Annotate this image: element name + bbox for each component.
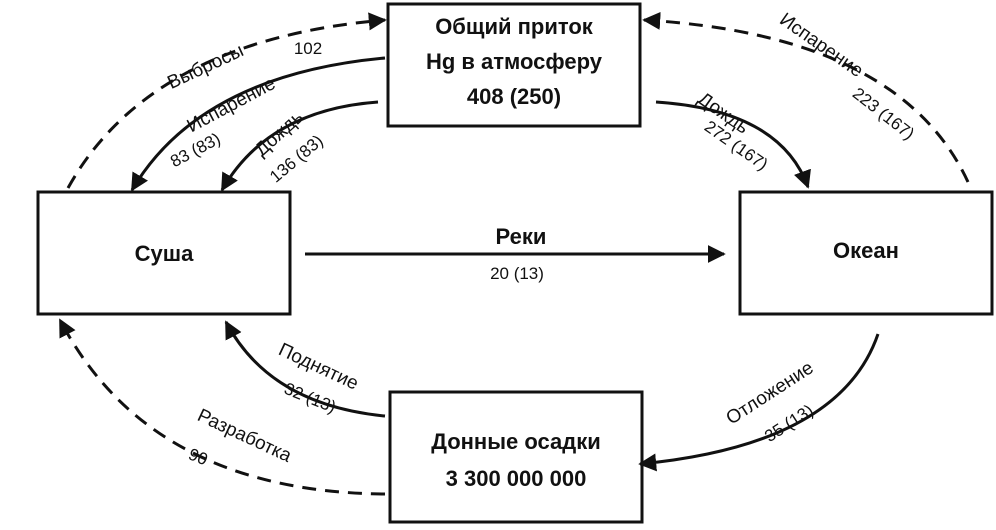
atmosphere-value: 408 (250) xyxy=(467,84,561,109)
uplift-value: 32 (13) xyxy=(282,379,339,417)
ocean-evaporation-value: 223 (167) xyxy=(849,84,918,144)
mining-value: 90 xyxy=(186,445,211,470)
sediments-title: Донные осадки xyxy=(431,429,600,454)
emissions-value: 102 xyxy=(294,39,322,58)
ocean-box: Океан xyxy=(738,190,994,316)
sediments-box: Донные осадки 3 300 000 000 xyxy=(388,390,644,524)
ocean-evaporation-label-group: Испарение xyxy=(775,9,866,82)
land-label: Суша xyxy=(135,241,194,266)
emissions-label-group: Выбросы xyxy=(164,40,247,93)
land-evaporation-arrow xyxy=(130,56,386,192)
land-rain-arrow xyxy=(220,100,379,192)
emissions-arrow xyxy=(66,12,387,189)
ocean-evaporation-arrow xyxy=(642,11,970,183)
land-evaporation-label-group: Испарение xyxy=(184,73,279,137)
ocean-rain-arrow xyxy=(655,100,811,189)
rivers-value: 20 (13) xyxy=(490,264,544,283)
uplift-arrow xyxy=(224,320,386,418)
ocean-evaporation-label: Испарение xyxy=(775,9,866,82)
sediments-value: 3 300 000 000 xyxy=(446,466,587,491)
deposition-arrow xyxy=(638,333,880,472)
uplift-value-group: 32 (13) xyxy=(282,379,339,417)
emissions-label: Выбросы xyxy=(164,40,247,93)
atmosphere-title-line2: Hg в атмосферу xyxy=(426,49,603,74)
land-box: Суша xyxy=(36,190,292,316)
atmosphere-title-line1: Общий приток xyxy=(435,14,594,39)
rivers-label: Реки xyxy=(496,224,547,249)
deposition-value-group: 35 (13) xyxy=(761,401,817,446)
mining-label: Разработка xyxy=(194,405,295,467)
mining-value-group: 90 xyxy=(186,445,211,470)
atmosphere-box: Общий приток Hg в атмосферу 408 (250) xyxy=(386,2,642,128)
ocean-label: Океан xyxy=(833,238,899,263)
land-evaporation-label: Испарение xyxy=(184,73,279,137)
deposition-value: 35 (13) xyxy=(761,401,817,446)
ocean-evaporation-value-group: 223 (167) xyxy=(849,84,918,144)
mining-label-group: Разработка xyxy=(194,405,295,467)
